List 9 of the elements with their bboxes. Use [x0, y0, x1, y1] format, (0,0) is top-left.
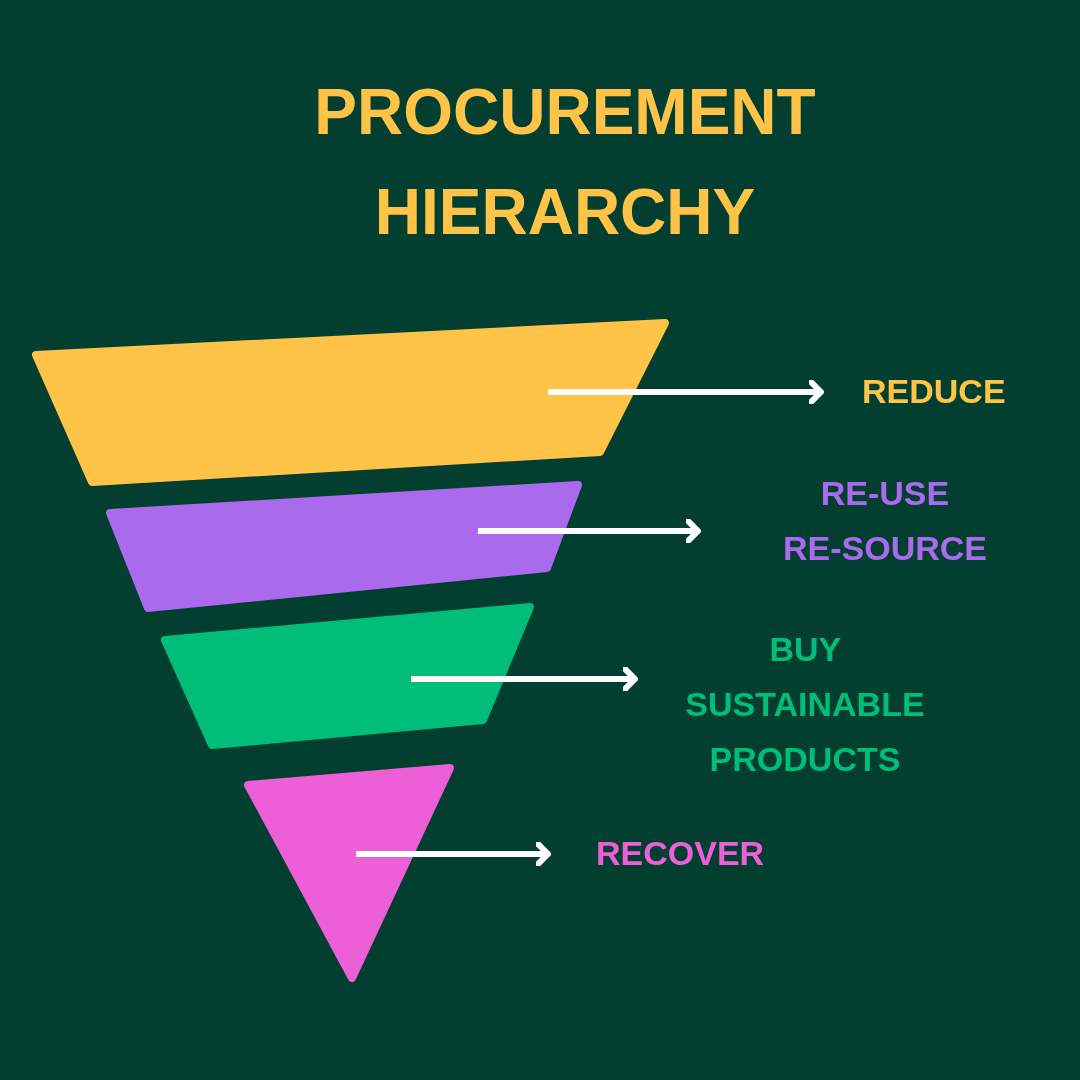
step-label: REDUCE	[862, 371, 1007, 412]
step-label: RECOVER	[596, 833, 766, 874]
arrow	[356, 841, 551, 867]
arrow	[478, 518, 701, 544]
arrow	[411, 666, 638, 692]
title: PROCUREMENT HIERARCHY	[313, 75, 817, 250]
step-label: RE-USE RE-SOURCE	[782, 473, 988, 569]
step-label: BUY SUSTAINABLE PRODUCTS	[684, 629, 926, 780]
arrow	[548, 379, 824, 405]
